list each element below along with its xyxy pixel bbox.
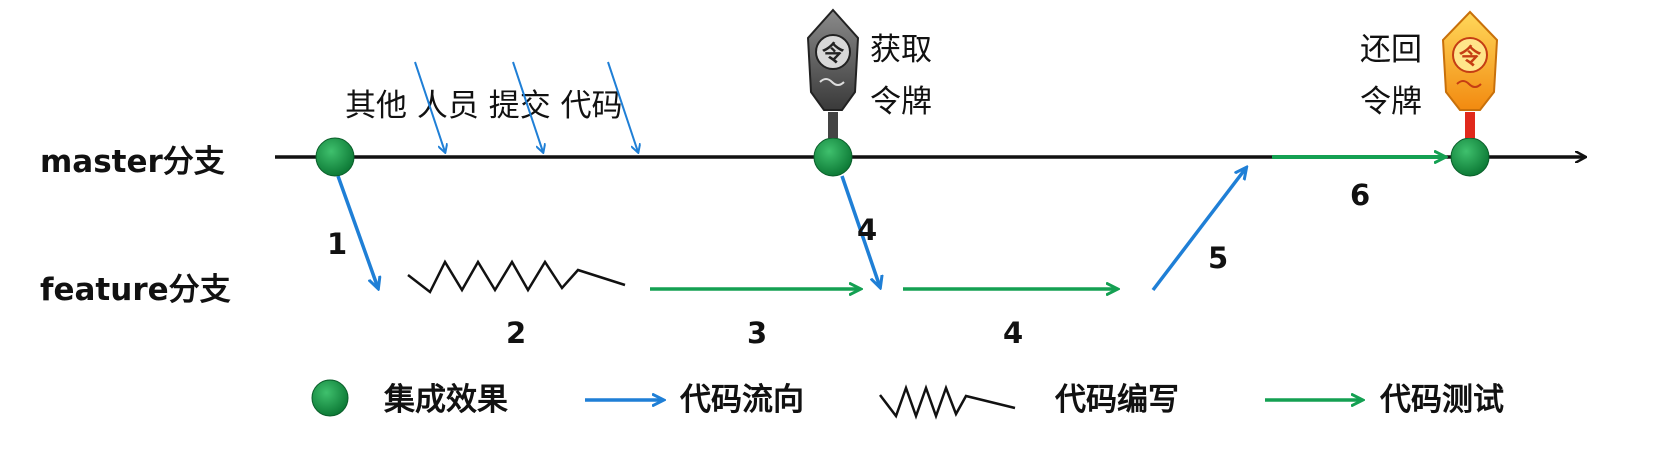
commit-arrow	[607, 61, 638, 152]
step-label: 5	[1208, 241, 1228, 275]
token-gold-icon: 令	[1441, 10, 1499, 138]
step-label: 4	[857, 213, 877, 247]
legend: 集成效果 代码流向 代码编写 代码测试	[311, 379, 1504, 420]
step-label: 4	[1003, 316, 1023, 350]
step-5-arrow	[1151, 168, 1246, 292]
legend-flow-label: 代码流向	[679, 382, 804, 418]
token-glyph: 令	[822, 41, 845, 67]
integration-node	[315, 137, 355, 177]
acquire-token-label: 令牌	[870, 84, 932, 120]
feature-branch-label: feature分支	[40, 272, 231, 308]
legend-integration-label: 集成效果	[383, 382, 508, 418]
step-label: 3	[747, 316, 767, 350]
commit-arrow	[414, 61, 445, 152]
acquire-token-label: 获取	[870, 32, 932, 68]
others-commit-label: 其他 人员 提交 代码	[345, 88, 623, 124]
legend-zigzag-icon	[879, 384, 1016, 420]
legend-node-icon	[311, 379, 349, 417]
return-token-label: 还回	[1360, 32, 1422, 68]
code-writing-zigzag	[407, 259, 626, 294]
commit-arrow	[512, 61, 543, 152]
step-label: 6	[1350, 178, 1370, 212]
step-label: 1	[327, 227, 347, 261]
token-glyph: 令	[1459, 44, 1482, 70]
legend-writing-label: 代码编写	[1054, 382, 1179, 418]
step-1-arrow	[336, 175, 378, 288]
return-token-label: 令牌	[1360, 84, 1422, 120]
legend-testing-label: 代码测试	[1379, 382, 1504, 418]
step-label: 2	[506, 316, 526, 350]
integration-node	[1450, 137, 1490, 177]
token-dark-icon: 令	[806, 8, 860, 138]
master-branch-label: master分支	[40, 144, 225, 180]
integration-node	[813, 137, 853, 177]
step-4-arrow	[840, 175, 880, 287]
